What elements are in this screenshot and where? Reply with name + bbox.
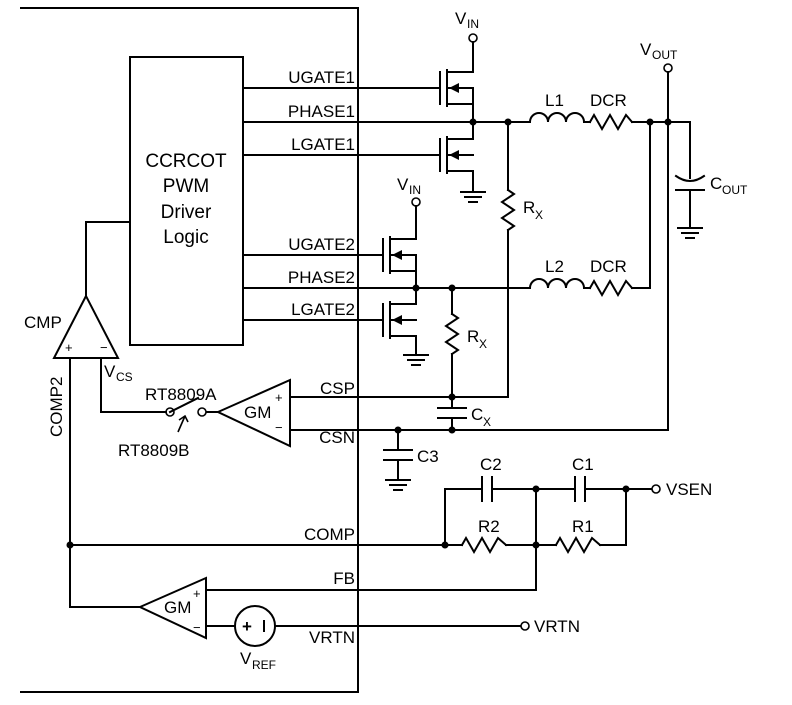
comp2-label: COMP2	[47, 377, 66, 437]
gm-cs-label: GM	[244, 403, 271, 422]
vin2-sub: IN	[409, 183, 421, 197]
pin-lgate2: LGATE2	[291, 300, 355, 319]
dcr-resistor-2: DCR	[588, 257, 634, 298]
l1-label: L1	[545, 91, 564, 110]
gm-error-amplifier: GM + −	[69, 576, 235, 640]
gm-ea-minus: −	[193, 620, 201, 635]
inductor-l2: L2	[528, 257, 586, 290]
vref-label: V	[240, 649, 252, 668]
cx-label: C	[471, 405, 483, 424]
gm-cs-plus: +	[275, 390, 283, 405]
capacitor-cout: C OUT	[674, 121, 748, 239]
pin-comp: COMP	[304, 525, 355, 544]
cmp-plus: +	[65, 340, 73, 355]
pin-vrtn: VRTN	[309, 628, 355, 647]
vout-node: V OUT	[640, 40, 678, 431]
driver-line-3: Driver	[161, 202, 212, 223]
current-sense-network: C X	[289, 393, 669, 434]
cx-sub: X	[483, 415, 491, 429]
inductor-l1: L1	[528, 91, 586, 124]
dcr-resistor-1: DCR	[588, 91, 634, 132]
rt8809b-label: RT8809B	[118, 441, 190, 460]
pin-csp: CSP	[320, 379, 355, 398]
rx1-label: R	[523, 198, 535, 217]
vout-sub: OUT	[652, 48, 678, 62]
resistor-rx-1: R X	[500, 121, 543, 398]
pin-csn: CSN	[319, 428, 355, 447]
driver-line-4: Logic	[163, 227, 208, 248]
rt8809a-label: RT8809A	[145, 385, 217, 404]
gm-ea-plus: +	[193, 586, 201, 601]
phase1-power-stage: V IN	[439, 9, 531, 203]
c2-label: C2	[480, 455, 502, 474]
vin1-label: V	[455, 9, 467, 28]
driver-logic-block: CCRCOT PWM Driver Logic	[129, 56, 244, 346]
phase2-power-stage: V IN	[382, 175, 531, 366]
cout-label: C	[710, 174, 722, 193]
vin1-terminal	[468, 33, 478, 43]
dcr1-label: DCR	[590, 91, 627, 110]
dcr2-label: DCR	[590, 257, 627, 276]
driver-output-wires	[242, 87, 471, 321]
compensation-network: C2 C1 VSEN R2 R1	[66, 455, 712, 591]
l2-label: L2	[545, 257, 564, 276]
rx2-label: R	[467, 327, 479, 346]
vin1-sub: IN	[467, 17, 479, 31]
pin-lgate1: LGATE1	[291, 135, 355, 154]
pin-fb: FB	[333, 569, 355, 588]
capacitor-c3: C3	[383, 429, 439, 491]
resistor-rx-2: R X	[444, 287, 487, 398]
pin-ugate1: UGATE1	[288, 68, 355, 87]
vrtn-label: VRTN	[534, 617, 580, 636]
vin2-label: V	[397, 175, 409, 194]
rx1-sub: X	[535, 208, 543, 222]
gm-amplifier-cs: GM + −	[205, 378, 291, 448]
r2-label: R2	[478, 517, 500, 536]
cmp-minus: −	[100, 340, 108, 355]
vref-source: + V REF VRTN	[234, 605, 580, 672]
r1-label: R1	[572, 517, 594, 536]
pin-phase2: PHASE2	[288, 268, 355, 287]
rx2-sub: X	[479, 337, 487, 351]
cmp-comparator: + − CMP V CS	[24, 221, 133, 608]
vout-label: V	[640, 40, 652, 59]
rt8809-switch: RT8809A RT8809B	[100, 357, 217, 460]
cout-sub: OUT	[722, 183, 748, 197]
driver-line-1: CCRCOT	[145, 151, 227, 172]
vcs-label: V	[104, 362, 116, 381]
c3-label: C3	[417, 447, 439, 466]
pin-ugate2: UGATE2	[288, 235, 355, 254]
gm-cs-minus: −	[275, 420, 283, 435]
vref-plus: +	[242, 617, 252, 636]
cmp-label: CMP	[24, 313, 62, 332]
gm-ea-label: GM	[164, 598, 191, 617]
c1-label: C1	[572, 455, 594, 474]
vcs-sub: CS	[116, 370, 133, 384]
pin-labels: UGATE1 PHASE1 LGATE1 UGATE2 PHASE2 LGATE…	[288, 68, 355, 647]
vref-sub: REF	[252, 658, 276, 672]
driver-line-2: PWM	[163, 176, 209, 197]
pin-phase1: PHASE1	[288, 102, 355, 121]
vsen-label: VSEN	[666, 480, 712, 499]
